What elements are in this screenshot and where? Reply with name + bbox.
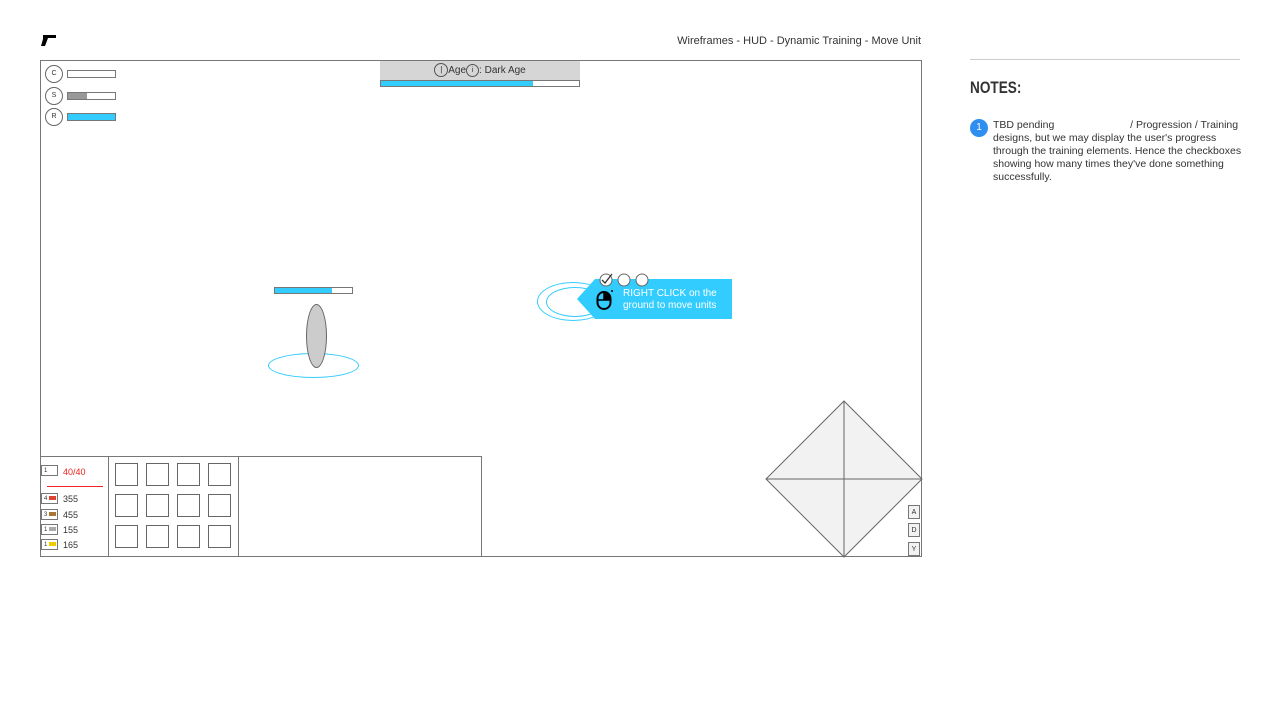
command-slot[interactable] bbox=[177, 525, 200, 548]
page-title: Wireframes - HUD - Dynamic Training - Mo… bbox=[677, 35, 921, 47]
command-slot[interactable] bbox=[177, 494, 200, 517]
hotkey-y[interactable]: Y bbox=[908, 542, 920, 556]
command-slot[interactable] bbox=[208, 525, 231, 548]
gold-value: 165 bbox=[63, 540, 79, 550]
tooltip-text-1: RIGHT CLICK on the bbox=[623, 288, 717, 299]
stat-r-bar bbox=[67, 113, 116, 121]
age-progress-bar bbox=[380, 80, 580, 87]
age-icon: | bbox=[434, 63, 449, 78]
command-slot[interactable] bbox=[177, 463, 200, 486]
stat-c-icon: C bbox=[45, 65, 63, 83]
pistol-logo-icon bbox=[41, 35, 56, 46]
command-slot[interactable] bbox=[208, 494, 231, 517]
gold-icon: 1 bbox=[41, 539, 58, 550]
age-value: : Dark Age bbox=[479, 65, 526, 76]
stat-r-icon: R bbox=[45, 108, 63, 126]
command-slot[interactable] bbox=[115, 494, 138, 517]
wood-value: 455 bbox=[63, 510, 79, 520]
stone-icon: 1 bbox=[41, 524, 58, 535]
stone-value: 155 bbox=[63, 525, 79, 535]
info-icon[interactable]: i bbox=[466, 63, 480, 77]
command-grid bbox=[115, 463, 231, 548]
note-text: TBD pending / Progression / Training des… bbox=[993, 119, 1244, 183]
command-slot[interactable] bbox=[115, 525, 138, 548]
command-slot[interactable] bbox=[115, 463, 138, 486]
note-number-badge: 1 bbox=[970, 119, 988, 137]
hotkey-a[interactable]: A bbox=[908, 505, 920, 519]
bottom-panel: 1 40/40 4 355 3 455 1 155 1 165 bbox=[40, 456, 482, 557]
command-slot[interactable] bbox=[146, 525, 169, 548]
hotkey-d[interactable]: D bbox=[908, 523, 920, 537]
command-slot[interactable] bbox=[146, 494, 169, 517]
population-value: 40/40 bbox=[63, 467, 86, 477]
progress-checkboxes bbox=[599, 273, 651, 292]
food-icon: 4 bbox=[41, 493, 58, 504]
divider bbox=[970, 59, 1240, 60]
logo bbox=[40, 32, 57, 51]
notes-heading: NOTES: bbox=[970, 78, 1022, 97]
unit[interactable] bbox=[306, 304, 327, 368]
minimap[interactable] bbox=[765, 400, 923, 558]
command-slot[interactable] bbox=[208, 463, 231, 486]
stat-s-bar bbox=[67, 92, 116, 100]
mouse-right-click-icon bbox=[596, 290, 613, 310]
stat-s-icon: S bbox=[45, 87, 63, 105]
population-icon: 1 bbox=[41, 465, 58, 476]
command-slot[interactable] bbox=[146, 463, 169, 486]
wood-icon: 3 bbox=[41, 509, 58, 520]
food-value: 355 bbox=[63, 494, 79, 504]
unit-health-bar bbox=[274, 287, 353, 294]
tooltip-text-2: ground to move units bbox=[623, 300, 717, 311]
stat-c-bar bbox=[67, 70, 116, 78]
